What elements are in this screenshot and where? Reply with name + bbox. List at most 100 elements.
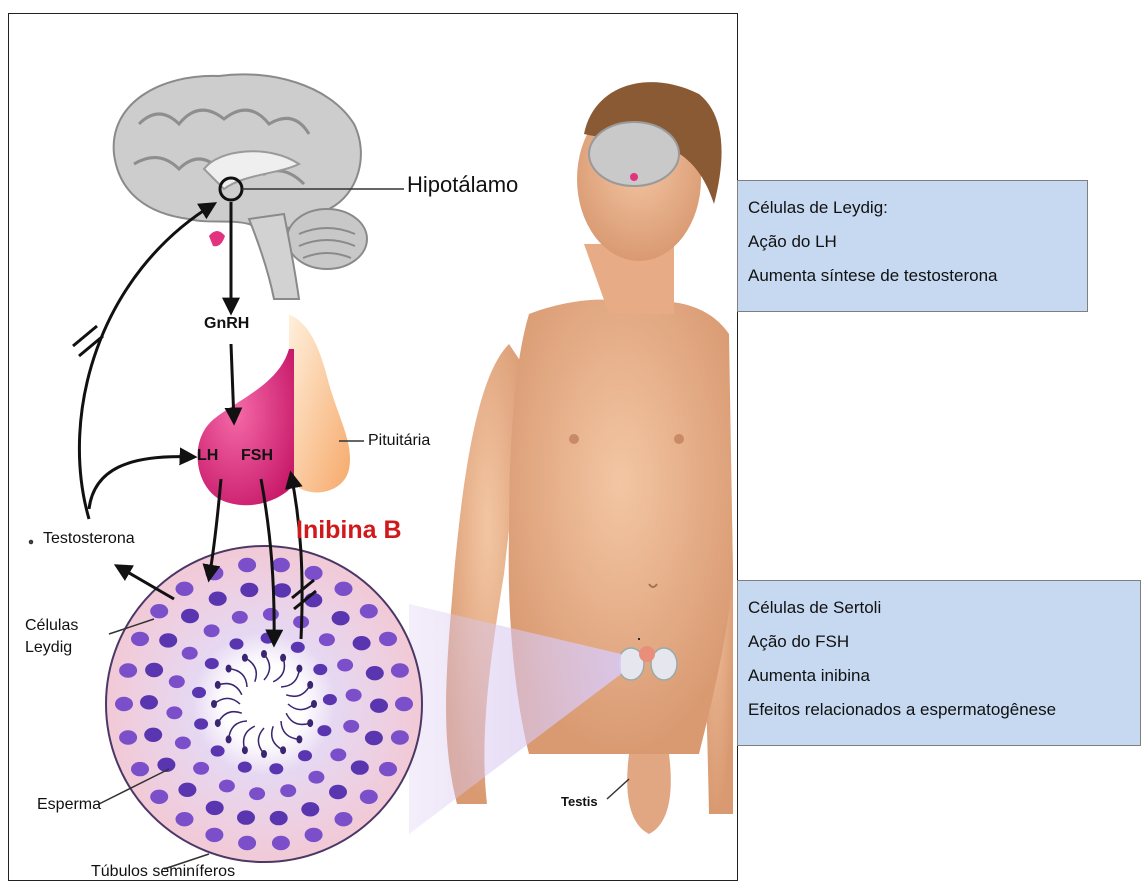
germ-cell bbox=[249, 787, 265, 800]
germ-cell bbox=[391, 730, 409, 744]
germ-cell bbox=[192, 687, 206, 698]
arrow-testosterone-lh bbox=[89, 457, 194, 509]
germ-cell bbox=[144, 728, 162, 742]
germ-cell bbox=[305, 566, 323, 580]
germ-cell bbox=[291, 642, 305, 653]
germ-cell bbox=[150, 604, 168, 618]
sperm-head bbox=[261, 650, 267, 658]
diagram-frame: Hipotálamo GnRH Pituitária LH FSH Inibin… bbox=[8, 13, 738, 881]
sertoli-box-line2: Aumenta inibina bbox=[748, 659, 1130, 693]
germ-cell bbox=[365, 731, 383, 745]
germ-cell bbox=[366, 666, 384, 680]
germ-cell bbox=[337, 659, 353, 672]
sperm-head bbox=[211, 700, 217, 708]
germ-cell bbox=[263, 608, 279, 621]
germ-cell bbox=[308, 771, 324, 784]
leydig-cells-label-line2: Leydig bbox=[25, 639, 72, 657]
germ-cell bbox=[360, 604, 378, 618]
brain-illustration bbox=[114, 74, 404, 299]
sperm-head bbox=[215, 681, 221, 689]
germ-cell bbox=[379, 762, 397, 776]
germ-cell bbox=[131, 762, 149, 776]
sperm-head bbox=[261, 750, 267, 758]
germ-cell bbox=[270, 811, 288, 825]
sertoli-info-box: Células de Sertoli Ação do FSH Aumenta i… bbox=[737, 580, 1141, 746]
germ-cell bbox=[115, 697, 133, 711]
sperm-head bbox=[311, 700, 317, 708]
leydig-cells-label-line1: Células bbox=[25, 617, 78, 635]
sperm-label: Esperma bbox=[37, 796, 101, 814]
germ-cell bbox=[182, 647, 198, 660]
germ-cell bbox=[145, 663, 163, 677]
germ-cell bbox=[119, 663, 137, 677]
germ-cell bbox=[176, 812, 194, 826]
testosterone-label: Testosterona bbox=[43, 530, 135, 548]
pituitary-label: Pituitária bbox=[368, 432, 430, 450]
germ-cell bbox=[211, 745, 225, 756]
germ-cell bbox=[379, 632, 397, 646]
germ-cell bbox=[159, 633, 177, 647]
germ-cell bbox=[219, 780, 235, 793]
gnrh-label: GnRH bbox=[204, 315, 249, 333]
germ-cell bbox=[176, 582, 194, 596]
germ-cell bbox=[131, 632, 149, 646]
sperm-head bbox=[296, 665, 302, 673]
germ-cell bbox=[232, 611, 248, 624]
germ-cell bbox=[204, 624, 220, 637]
leydig-box-line1: Ação do LH bbox=[748, 225, 1077, 259]
hypothalamus-label: Hipotálamo bbox=[407, 172, 518, 198]
sperm-head bbox=[226, 735, 232, 743]
sperm-head bbox=[280, 654, 286, 662]
sertoli-box-line3: Efeitos relacionados a espermatogênese bbox=[748, 693, 1130, 727]
germ-cell bbox=[313, 664, 327, 675]
germ-cell bbox=[193, 762, 209, 775]
germ-cell bbox=[343, 720, 359, 733]
sperm-head bbox=[307, 719, 313, 727]
germ-cell bbox=[329, 785, 347, 799]
germ-cell bbox=[335, 812, 353, 826]
leydig-box-title: Células de Leydig: bbox=[748, 191, 1077, 225]
germ-cell bbox=[209, 592, 227, 606]
germ-cell bbox=[240, 583, 258, 597]
germ-cell bbox=[335, 582, 353, 596]
germ-cell bbox=[140, 695, 158, 709]
germ-cell bbox=[178, 783, 196, 797]
germ-cell bbox=[280, 784, 296, 797]
germ-cell bbox=[230, 638, 244, 649]
sperm-head bbox=[307, 681, 313, 689]
pituitary-gland bbox=[198, 314, 364, 505]
sperm-head bbox=[215, 719, 221, 727]
germ-cell bbox=[323, 694, 337, 705]
germ-cell bbox=[175, 737, 191, 750]
germ-cell bbox=[237, 810, 255, 824]
sertoli-box-title: Células de Sertoli bbox=[748, 591, 1130, 625]
germ-cell bbox=[150, 790, 168, 804]
inhibin-b-label: Inibina B bbox=[296, 516, 402, 545]
testis-label: Testis bbox=[561, 794, 598, 809]
germ-cell bbox=[360, 790, 378, 804]
germ-cell bbox=[206, 801, 224, 815]
sertoli-box-line1: Ação do FSH bbox=[748, 625, 1130, 659]
germ-cell bbox=[273, 583, 291, 597]
germ-cell bbox=[272, 558, 290, 572]
germ-cell bbox=[332, 611, 350, 625]
leydig-info-box: Células de Leydig: Ação do LH Aumenta sí… bbox=[737, 180, 1088, 312]
germ-cell bbox=[301, 802, 319, 816]
germ-cell bbox=[317, 725, 331, 736]
germ-cell bbox=[391, 663, 409, 677]
lh-label: LH bbox=[197, 447, 218, 465]
germ-cell bbox=[238, 836, 256, 850]
sperm-head bbox=[296, 735, 302, 743]
germ-cell bbox=[370, 699, 388, 713]
germ-cell bbox=[298, 750, 312, 761]
germ-cell bbox=[272, 836, 290, 850]
sperm-head bbox=[280, 746, 286, 754]
germ-cell bbox=[351, 760, 369, 774]
leydig-box-line2: Aumenta síntese de testosterona bbox=[748, 259, 1077, 293]
germ-cell bbox=[346, 689, 362, 702]
arrow-testosterone-hypothalamus bbox=[79, 204, 214, 519]
germ-cell bbox=[169, 675, 185, 688]
germ-cell bbox=[395, 697, 413, 711]
germ-cell bbox=[330, 748, 346, 761]
germ-cell bbox=[238, 762, 252, 773]
